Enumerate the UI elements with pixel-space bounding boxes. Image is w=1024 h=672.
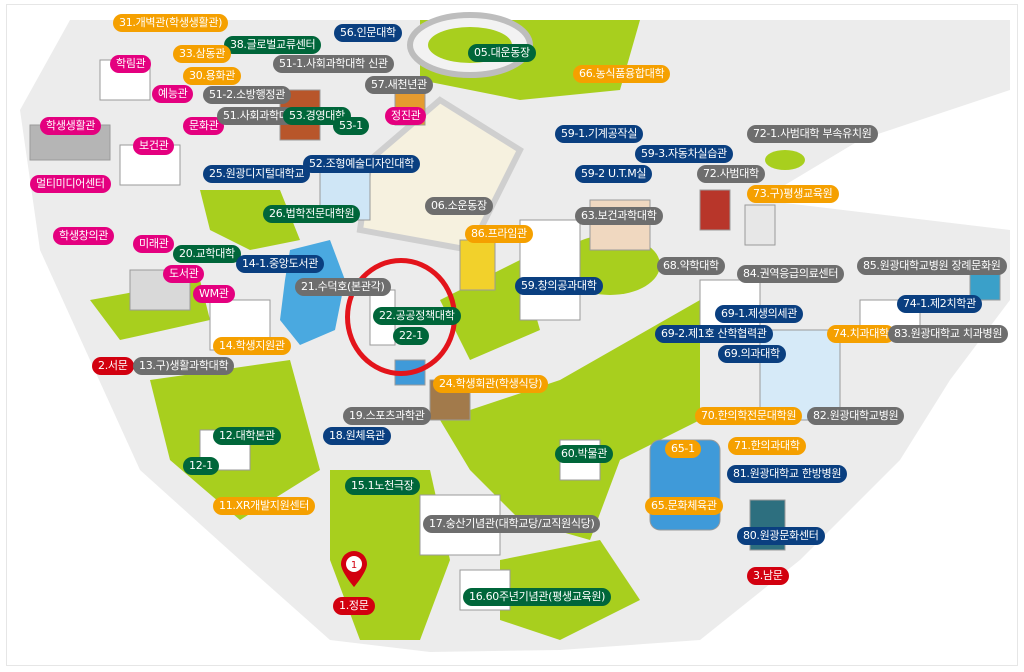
building-label[interactable]: 20.교학대학 xyxy=(173,245,241,263)
building-label[interactable]: 학생생활관 xyxy=(40,117,102,135)
building-label[interactable]: 82.원광대학교병원 xyxy=(807,407,905,425)
building-label[interactable]: 69-1.제생의세관 xyxy=(715,305,804,323)
building-label[interactable]: 31.개벽관(학생생활관) xyxy=(113,14,229,32)
building-label[interactable]: 문화관 xyxy=(183,117,225,135)
building-label[interactable]: 33.삼동관 xyxy=(173,45,232,63)
building-label[interactable]: 2.서문 xyxy=(92,357,134,375)
building-label[interactable]: 59-1.기계공작실 xyxy=(555,125,644,143)
building-label[interactable]: 81.원광대학교 한방병원 xyxy=(727,465,848,483)
building-label[interactable]: 멀티미디어센터 xyxy=(30,175,111,193)
building-label[interactable]: 86.프라임관 xyxy=(465,225,533,243)
building-label[interactable]: 57.새천년관 xyxy=(365,76,433,94)
building-label[interactable]: 예능관 xyxy=(152,85,194,103)
building-label[interactable]: 06.소운동장 xyxy=(425,197,493,215)
building-label[interactable]: 74.치과대학 xyxy=(827,325,895,343)
building-label[interactable]: 52.조형예술디자인대학 xyxy=(303,155,420,173)
building-label[interactable]: 26.법학전문대학원 xyxy=(263,205,361,223)
building-label[interactable]: 14-1.중앙도서관 xyxy=(236,255,325,273)
building-label[interactable]: 85.원광대학교병원 장례문화원 xyxy=(857,257,1007,275)
building-label[interactable]: 학림관 xyxy=(110,55,152,73)
building-label[interactable]: 16.60주년기념관(평생교육원) xyxy=(463,588,612,606)
building-label[interactable]: 72.사범대학 xyxy=(697,165,765,183)
building-label[interactable]: WM관 xyxy=(193,285,235,303)
building-label[interactable]: 22-1 xyxy=(393,327,429,345)
building-label[interactable]: 11.XR개발지원센터 xyxy=(213,497,316,515)
building-label[interactable]: 3.남문 xyxy=(747,567,789,585)
building-label[interactable]: 53-1 xyxy=(333,117,369,135)
building-label[interactable]: 59-3.자동차실습관 xyxy=(635,145,733,163)
building-label[interactable]: 17.숭산기념관(대학교당/교직원식당) xyxy=(423,515,601,533)
building-label[interactable]: 51-1.사회과학대학 신관 xyxy=(273,55,394,73)
building-label[interactable]: 30.용화관 xyxy=(183,67,242,85)
building-label[interactable]: 14.학생지원관 xyxy=(213,337,291,355)
building-label[interactable]: 66.농식품융합대학 xyxy=(573,65,671,83)
building-label[interactable]: 65-1 xyxy=(665,440,701,458)
building-label[interactable]: 21.수덕호(본관각) xyxy=(295,278,391,296)
building-label[interactable]: 도서관 xyxy=(163,265,205,283)
building-label[interactable]: 71.한의과대학 xyxy=(728,437,806,455)
location-pin-icon[interactable]: 1 xyxy=(340,550,368,588)
building-label[interactable]: 80.원광문화센터 xyxy=(737,527,825,545)
building-label[interactable]: 83.원광대학교 치과병원 xyxy=(888,325,1009,343)
building-label[interactable]: 18.원체육관 xyxy=(323,427,391,445)
building-label[interactable]: 미래관 xyxy=(133,235,175,253)
building-label[interactable]: 69.의과대학 xyxy=(718,345,786,363)
building-label[interactable]: 15.1노천극장 xyxy=(345,477,420,495)
building-label[interactable]: 12.대학본관 xyxy=(213,427,281,445)
building-label[interactable]: 05.대운동장 xyxy=(468,44,536,62)
building-label[interactable]: 24.학생회관(학생식당) xyxy=(433,375,549,393)
building-label[interactable]: 70.한의학전문대학원 xyxy=(695,407,803,425)
building-label[interactable]: 68.약학대학 xyxy=(657,257,725,275)
building-label[interactable]: 1.정문 xyxy=(333,597,375,615)
building-label[interactable]: 12-1 xyxy=(183,457,219,475)
building-label[interactable]: 60.박물관 xyxy=(555,445,614,463)
building-label[interactable]: 59-2 U.T.M실 xyxy=(575,165,653,183)
building-label[interactable]: 59.창의공과대학 xyxy=(515,277,603,295)
building-label[interactable]: 보건관 xyxy=(133,137,175,155)
building-label[interactable]: 74-1.제2치학관 xyxy=(897,295,982,313)
building-label[interactable]: 13.구)생활과학대학 xyxy=(133,357,235,375)
building-label[interactable]: 학생창의관 xyxy=(53,227,115,245)
building-label[interactable]: 38.글로벌교류센터 xyxy=(224,36,322,54)
building-label[interactable]: 84.권역응급의료센터 xyxy=(737,265,845,283)
building-label[interactable]: 63.보건과학대학 xyxy=(575,207,663,225)
building-label[interactable]: 65.문화체육관 xyxy=(645,497,723,515)
pin-number: 1 xyxy=(351,560,357,571)
building-label[interactable]: 정진관 xyxy=(385,107,427,125)
building-label[interactable]: 22.공공정책대학 xyxy=(373,307,461,325)
building-label[interactable]: 73.구)평생교육원 xyxy=(747,185,839,203)
building-label[interactable]: 51-2.소방행정관 xyxy=(203,86,292,104)
building-label[interactable]: 25.원광디지털대학교 xyxy=(203,165,311,183)
building-label[interactable]: 69-2.제1호 산학협력관 xyxy=(655,325,773,343)
building-label[interactable]: 56.인문대학 xyxy=(334,24,402,42)
building-label[interactable]: 72-1.사범대학 부속유치원 xyxy=(747,125,878,143)
building-label[interactable]: 51.사회과학대 xyxy=(217,107,295,125)
building-label[interactable]: 19.스포츠과학관 xyxy=(343,407,431,425)
